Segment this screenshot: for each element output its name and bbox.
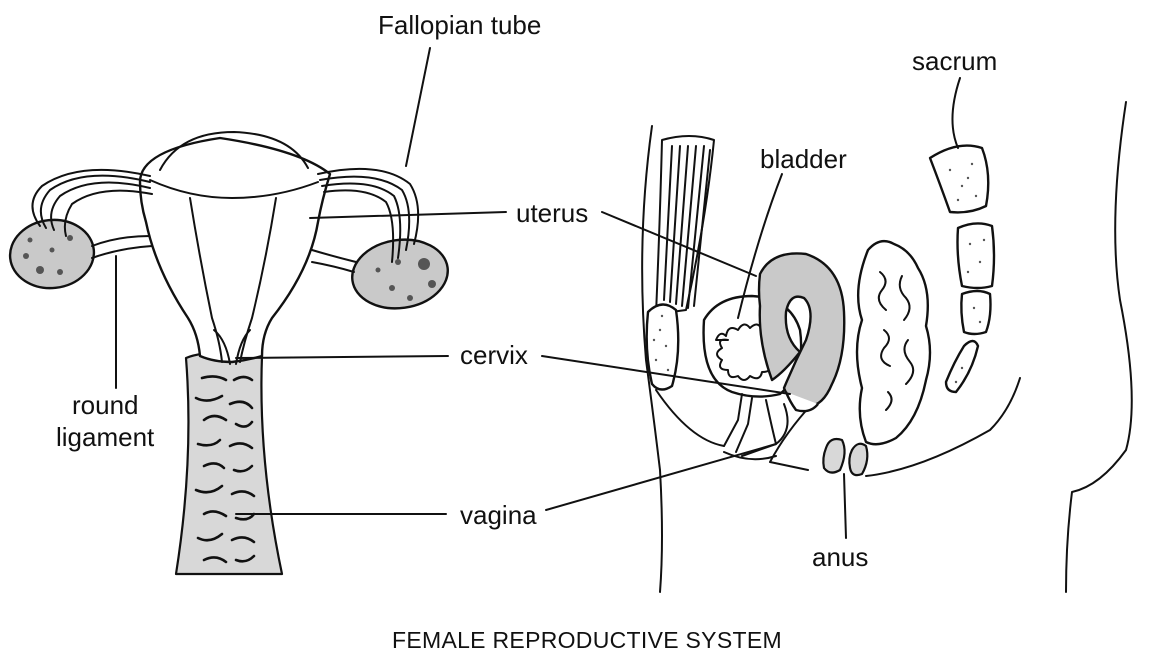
label-fallopian-tube: Fallopian tube (378, 10, 541, 40)
sacrum-bones (930, 146, 994, 392)
side-view (642, 102, 1132, 592)
rectum (857, 241, 930, 444)
uterus-front (140, 138, 330, 362)
label-bladder: bladder (760, 144, 847, 174)
label-uterus: uterus (516, 198, 588, 228)
diagram-caption: FEMALE REPRODUCTIVE SYSTEM (392, 627, 782, 653)
label-round-ligament-1: round (72, 390, 139, 420)
front-view (7, 132, 453, 574)
label-cervix: cervix (460, 340, 528, 370)
leader-cervix-front (236, 356, 448, 358)
vagina-front (176, 352, 282, 574)
urethra (724, 394, 752, 452)
leader-anus (844, 474, 846, 538)
label-sacrum: sacrum (912, 46, 997, 76)
right-ovarian-ligament (312, 250, 356, 272)
anal-sphincter-left (823, 439, 844, 473)
label-vagina: vagina (460, 500, 537, 530)
leader-sacrum (952, 78, 960, 148)
left-ovarian-ligament (92, 236, 152, 258)
anal-sphincter-right (849, 444, 867, 475)
label-round-ligament-2: ligament (56, 422, 155, 452)
leader-fallopian (406, 48, 430, 166)
label-anus: anus (812, 542, 868, 572)
perineum (656, 390, 812, 470)
back-outline (1066, 102, 1132, 592)
